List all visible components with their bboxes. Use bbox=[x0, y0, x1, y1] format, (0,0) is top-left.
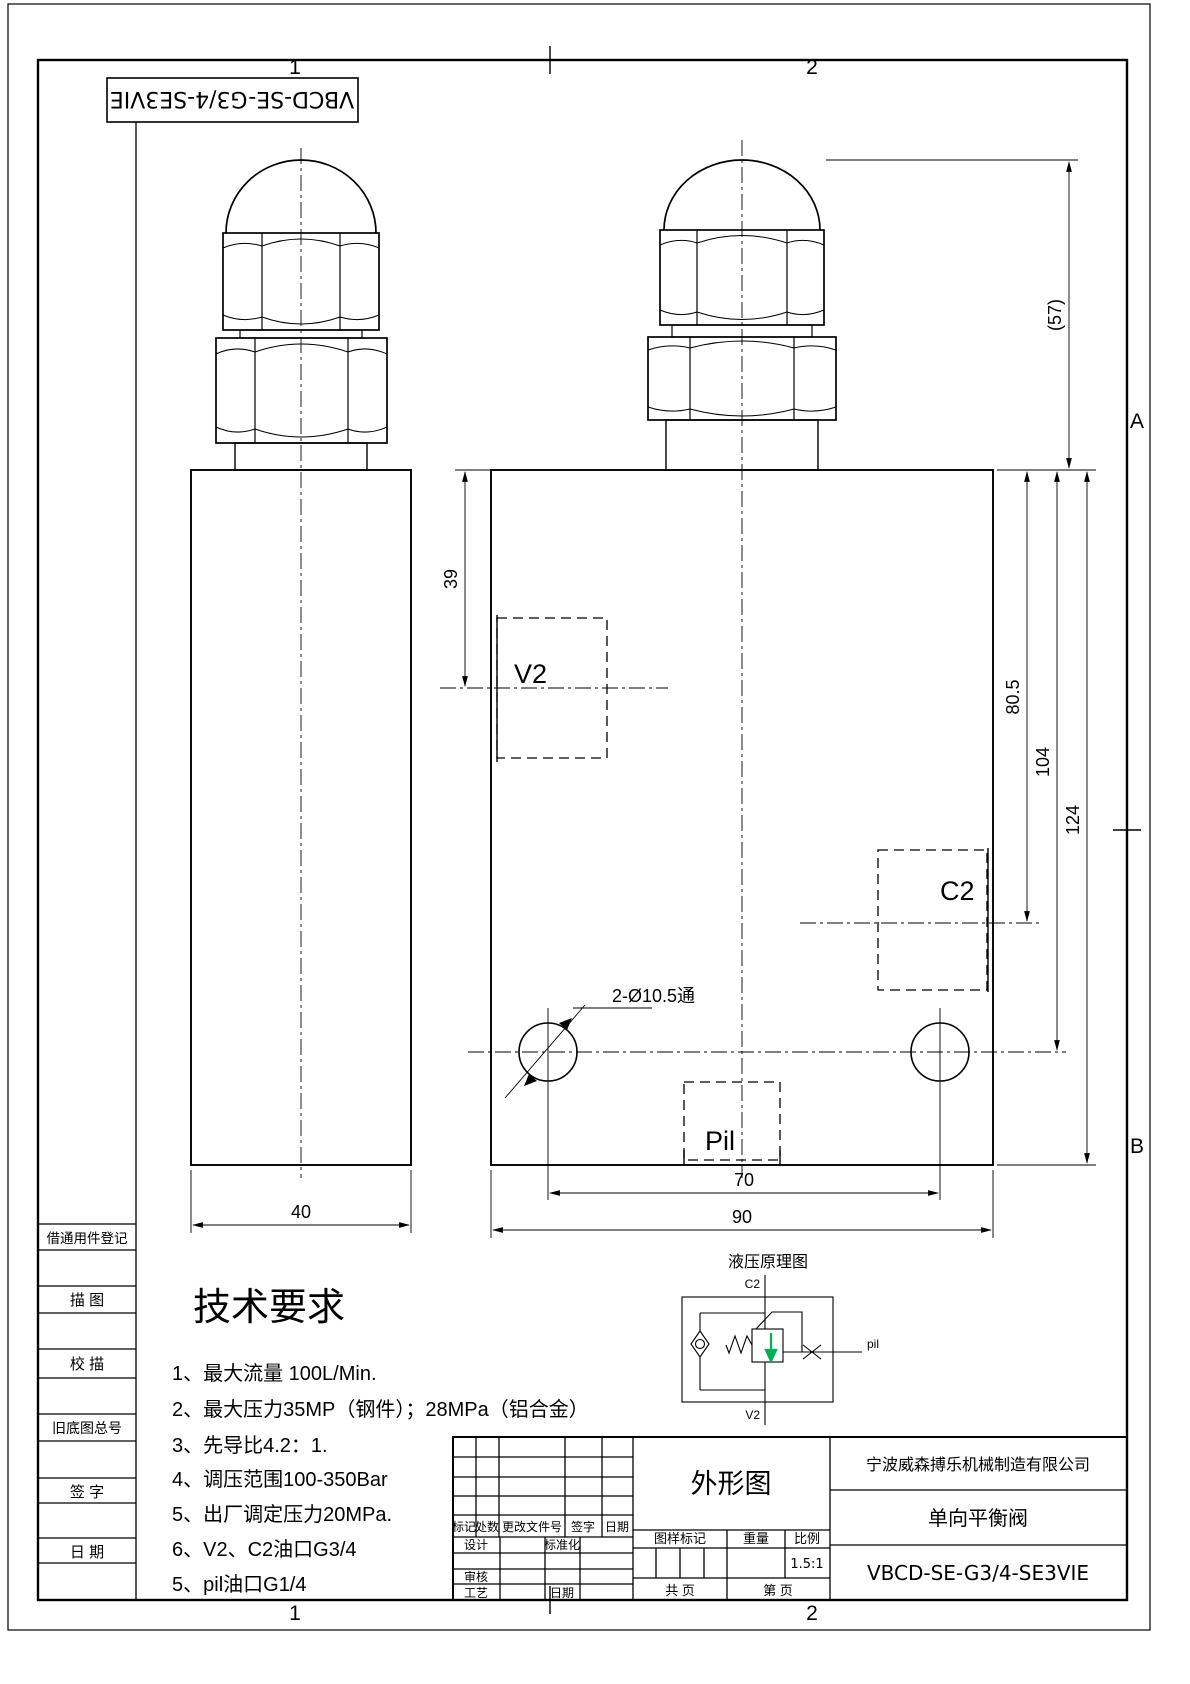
valve-flow-arrow bbox=[764, 1333, 778, 1364]
schematic-v2-label: V2 bbox=[745, 1408, 760, 1422]
zone-letter-b: B bbox=[1130, 1135, 1144, 1158]
rotated-part-number: VBCD-SE-G3/4-SE3VIE bbox=[110, 86, 354, 111]
c2-port-outline bbox=[877, 849, 988, 991]
tb-rev-date: 日期 bbox=[605, 1520, 629, 1534]
tb-mark-header: 图样标记 bbox=[654, 1531, 706, 1546]
tech-note-1: 1、最大流量 100L/Min. bbox=[172, 1362, 377, 1385]
tech-note-2: 2、最大压力35MP（钢件）；28MPa（铝合金） bbox=[172, 1398, 589, 1421]
tb-rev-docno: 更改文件号 bbox=[502, 1519, 562, 1534]
dim-70: 70 bbox=[734, 1170, 754, 1190]
dim-39: 39 bbox=[441, 569, 461, 589]
sidebar-item-date: 日 期 bbox=[70, 1544, 104, 1561]
title-block-grid bbox=[452, 1436, 1128, 1601]
pil-port-label: Pil bbox=[705, 1126, 735, 1156]
tb-rev-count: 处数 bbox=[475, 1519, 499, 1534]
tb-scale-value: 1.5:1 bbox=[790, 1557, 823, 1572]
tb-date: 日期 bbox=[550, 1586, 574, 1600]
zone-top-2: 2 bbox=[806, 56, 818, 79]
dim-124: 124 bbox=[1063, 805, 1083, 835]
tb-part-number: VBCD-SE-G3/4-SE3VIE bbox=[867, 1561, 1089, 1585]
front-view bbox=[440, 140, 1066, 1200]
c2-port-label: C2 bbox=[940, 876, 975, 906]
zone-labels: 1 2 1 2 A B bbox=[289, 56, 1144, 1625]
tb-design: 设计 bbox=[464, 1538, 488, 1552]
schematic-c2-label: C2 bbox=[745, 1277, 761, 1291]
dim-40: 40 bbox=[291, 1202, 311, 1222]
orifice-icon bbox=[802, 1344, 822, 1360]
tb-rev-mark: 标记 bbox=[452, 1520, 476, 1534]
sheet-frame bbox=[7, 3, 1151, 1631]
v2-port-label: V2 bbox=[514, 659, 547, 689]
tech-requirements-title: 技术要求 bbox=[193, 1287, 345, 1329]
schematic-labels: C2 pil V2 bbox=[745, 1277, 879, 1422]
tb-standardize: 标准化 bbox=[544, 1538, 580, 1552]
dim-57: (57) bbox=[1045, 299, 1065, 331]
schematic-pil-label: pil bbox=[867, 1337, 879, 1351]
tb-product: 单向平衡阀 bbox=[928, 1507, 1028, 1530]
dim-holes: 2-Ø10.5通 bbox=[612, 986, 695, 1006]
tb-check: 审核 bbox=[464, 1569, 488, 1584]
sidebar-item-trace: 描 图 bbox=[70, 1292, 104, 1309]
dim-104: 104 bbox=[1033, 747, 1053, 777]
tb-total-pages: 共 页 bbox=[665, 1583, 695, 1598]
zone-bottom-1: 1 bbox=[289, 1602, 301, 1625]
pil-port-outline bbox=[683, 1081, 781, 1161]
sidebar-grid bbox=[38, 122, 137, 1600]
tech-requirements: 技术要求 1、最大流量 100L/Min. 2、最大压力35MP（钢件）；28M… bbox=[172, 1287, 589, 1596]
zone-bottom-2: 2 bbox=[806, 1602, 818, 1625]
dimensions bbox=[190, 159, 1096, 1238]
zone-letter-a: A bbox=[1130, 410, 1144, 433]
relief-valve-icon bbox=[751, 1328, 784, 1363]
title-block-texts: 标记 处数 更改文件号 签字 日期 设计 标准化 审核 工艺 日期 图样标记 重… bbox=[452, 1456, 1090, 1600]
tech-note-7: 5、pil油口G1/4 bbox=[172, 1573, 307, 1596]
check-valve-icon bbox=[690, 1330, 710, 1358]
sidebar-item-signature: 签 字 bbox=[70, 1484, 104, 1501]
tech-note-6: 6、V2、C2油口G3/4 bbox=[172, 1538, 357, 1561]
zone-top-1: 1 bbox=[289, 56, 301, 79]
tech-note-3: 3、先导比4.2：1. bbox=[172, 1434, 328, 1457]
dimension-texts: 39 (57) 80.5 104 124 70 90 40 2-Ø10.5通 bbox=[291, 299, 1083, 1227]
schematic-title: 液压原理图 bbox=[728, 1253, 808, 1271]
sidebar-item-borrow-register: 借通用件登记 bbox=[47, 1231, 128, 1246]
tb-process: 工艺 bbox=[464, 1586, 488, 1600]
tech-note-4: 4、调压范围100-350Bar bbox=[172, 1468, 388, 1491]
tb-weight-header: 重量 bbox=[743, 1531, 769, 1546]
port-labels: V2 C2 Pil bbox=[514, 659, 975, 1156]
tech-note-5: 5、出厂调定压力20MPa. bbox=[172, 1503, 392, 1526]
spring-icon bbox=[725, 1334, 753, 1355]
sidebar-labels: 借通用件登记 描 图 校 描 旧底图总号 签 字 日 期 bbox=[47, 1231, 128, 1561]
sidebar-item-old-drawing-no: 旧底图总号 bbox=[52, 1420, 122, 1436]
dim-90: 90 bbox=[732, 1207, 752, 1227]
dim-80-5: 80.5 bbox=[1003, 679, 1023, 714]
tb-company: 宁波威森搏乐机械制造有限公司 bbox=[866, 1456, 1090, 1474]
hydraulic-schematic: 液压原理图 bbox=[681, 1253, 862, 1425]
tb-rev-sign: 签字 bbox=[571, 1519, 595, 1534]
side-view bbox=[190, 148, 412, 1178]
tb-drawing-title: 外形图 bbox=[691, 1469, 772, 1499]
tb-scale-header: 比例 bbox=[794, 1531, 820, 1546]
sidebar-item-check-trace: 校 描 bbox=[70, 1356, 104, 1373]
tb-page-no: 第 页 bbox=[763, 1583, 793, 1598]
